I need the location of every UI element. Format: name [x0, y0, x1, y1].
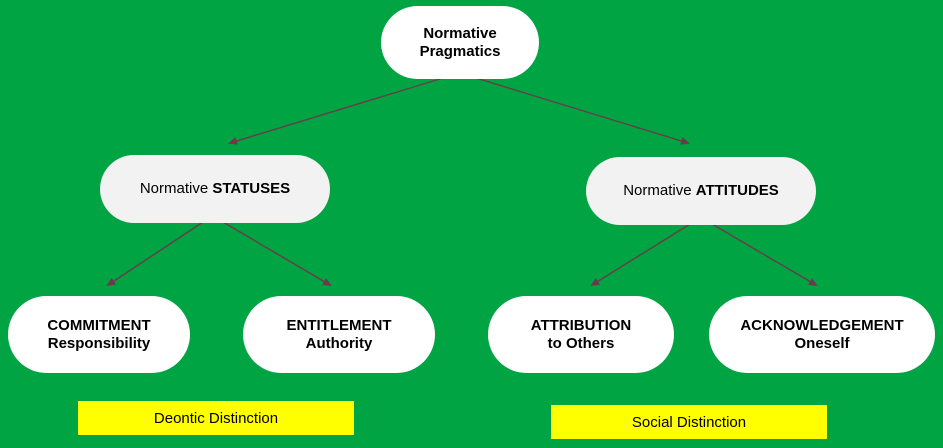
edge-attitudes-to-attribution: [590, 223, 691, 287]
node-commitment-responsibility[interactable]: COMMITMENT Responsibility: [8, 296, 190, 373]
node-attribution-to-others-line2: to Others: [547, 334, 615, 352]
node-normative-statuses-emphasis: STATUSES: [212, 180, 291, 198]
node-acknowledgement-oneself-line2: Oneself: [794, 334, 850, 352]
node-normative-attitudes-emphasis: ATTITUDES: [695, 182, 779, 200]
node-attribution-to-others[interactable]: ATTRIBUTION to Others: [488, 296, 674, 373]
node-normative-pragmatics-text: Normative Pragmatics: [381, 25, 539, 60]
node-normative-pragmatics-line2: Pragmatics: [419, 42, 501, 60]
node-normative-statuses[interactable]: Normative STATUSES: [100, 155, 330, 223]
caption-social-distinction-label: Social Distinction: [631, 413, 747, 431]
node-commitment-responsibility-line2: Responsibility: [47, 334, 151, 352]
node-commitment-responsibility-text: COMMITMENT Responsibility: [8, 317, 190, 352]
node-commitment-responsibility-line1: COMMITMENT: [47, 316, 151, 334]
node-normative-attitudes[interactable]: Normative ATTITUDES: [586, 157, 816, 225]
node-normative-statuses-prefix: Normative: [139, 180, 213, 198]
caption-deontic-distinction-label: Deontic Distinction: [153, 409, 279, 427]
caption-deontic-distinction: Deontic Distinction: [78, 401, 354, 435]
node-acknowledgement-oneself-text: ACKNOWLEDGEMENT Oneself: [709, 317, 935, 352]
node-normative-pragmatics-line1: Normative: [423, 24, 497, 42]
node-entitlement-authority-text: ENTITLEMENT Authority: [243, 317, 435, 352]
node-acknowledgement-oneself-line1: ACKNOWLEDGEMENT: [740, 316, 904, 334]
node-attribution-to-others-line1: ATTRIBUTION: [530, 316, 632, 334]
edge-attitudes-to-acknowledgement: [711, 223, 818, 287]
edge-statuses-to-entitlement: [222, 221, 332, 287]
node-normative-attitudes-prefix: Normative: [623, 182, 696, 200]
node-attribution-to-others-text: ATTRIBUTION to Others: [488, 317, 674, 352]
edge-root-to-attitudes: [475, 77, 690, 145]
node-normative-statuses-text: Normative STATUSES: [100, 180, 330, 198]
edge-root-to-statuses: [228, 77, 444, 145]
edge-statuses-to-commitment: [106, 221, 204, 287]
node-entitlement-authority[interactable]: ENTITLEMENT Authority: [243, 296, 435, 373]
node-normative-attitudes-text: Normative ATTITUDES: [586, 182, 816, 200]
caption-social-distinction: Social Distinction: [551, 405, 827, 439]
node-normative-pragmatics[interactable]: Normative Pragmatics: [381, 6, 539, 79]
node-entitlement-authority-line2: Authority: [305, 334, 373, 352]
node-entitlement-authority-line1: ENTITLEMENT: [286, 316, 392, 334]
node-acknowledgement-oneself[interactable]: ACKNOWLEDGEMENT Oneself: [709, 296, 935, 373]
